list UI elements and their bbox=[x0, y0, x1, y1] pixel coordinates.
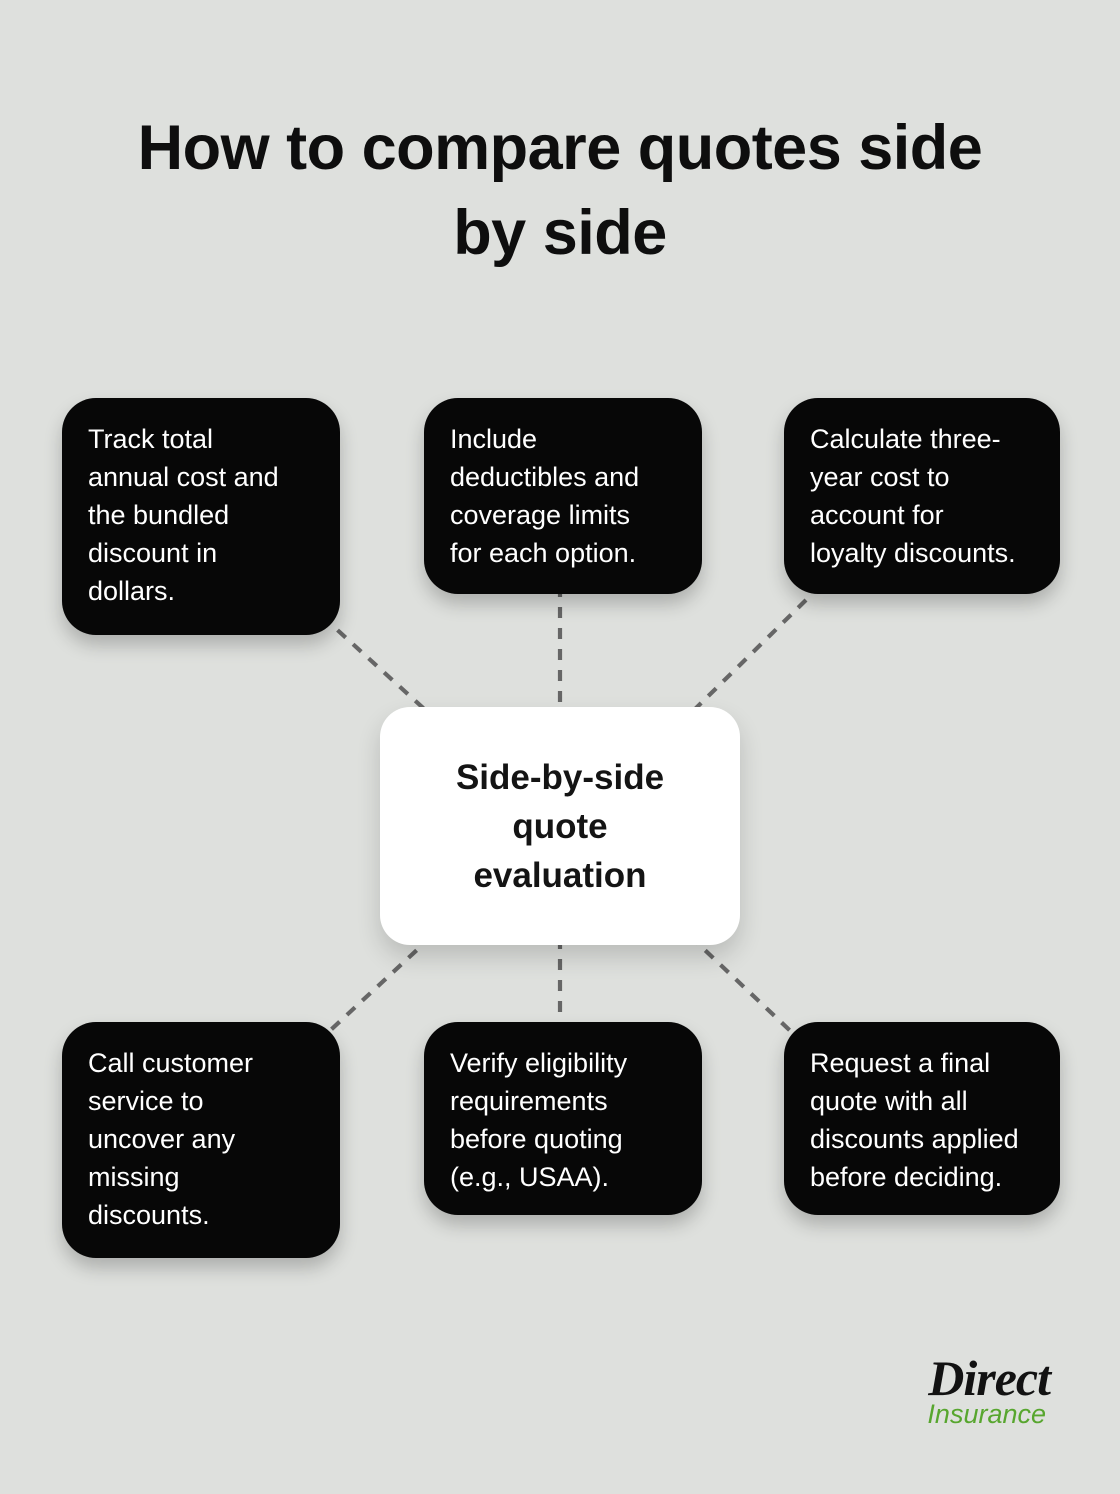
center-node: Side-by-side quote evaluation bbox=[380, 707, 740, 945]
connector-line-bottom-right bbox=[688, 934, 802, 1042]
node-label: Call customer service to uncover any mis… bbox=[88, 1048, 254, 1230]
node-label: Request a final quote with all discounts… bbox=[810, 1048, 1019, 1192]
logo-sub-text: Insurance bbox=[927, 1399, 1046, 1429]
node-call-customer-service: Call customer service to uncover any mis… bbox=[62, 1022, 340, 1258]
node-include-deductibles: Include deductibles and coverage limits … bbox=[424, 398, 702, 594]
node-track-total-cost: Track total annual cost and the bundled … bbox=[62, 398, 340, 635]
node-label: Include deductibles and coverage limits … bbox=[450, 424, 640, 568]
logo-brand-text: Direct bbox=[928, 1350, 1051, 1406]
connector-line-bottom-left bbox=[320, 934, 434, 1040]
node-label: Verify eligibility requirements before q… bbox=[450, 1048, 628, 1192]
center-node-label: Side-by-side quote evaluation bbox=[455, 757, 665, 895]
node-verify-eligibility: Verify eligibility requirements before q… bbox=[424, 1022, 702, 1215]
node-label: Calculate three- year cost to account fo… bbox=[810, 424, 1016, 568]
page-title: How to compare quotes side by side bbox=[137, 113, 983, 268]
node-request-final-quote: Request a final quote with all discounts… bbox=[784, 1022, 1060, 1215]
node-three-year-cost: Calculate three- year cost to account fo… bbox=[784, 398, 1060, 594]
direct-insurance-logo: Direct Insurance bbox=[927, 1350, 1051, 1429]
node-label: Track total annual cost and the bundled … bbox=[88, 424, 279, 606]
connector-line-top-right bbox=[688, 598, 808, 716]
connector-line-top-left bbox=[320, 614, 434, 718]
